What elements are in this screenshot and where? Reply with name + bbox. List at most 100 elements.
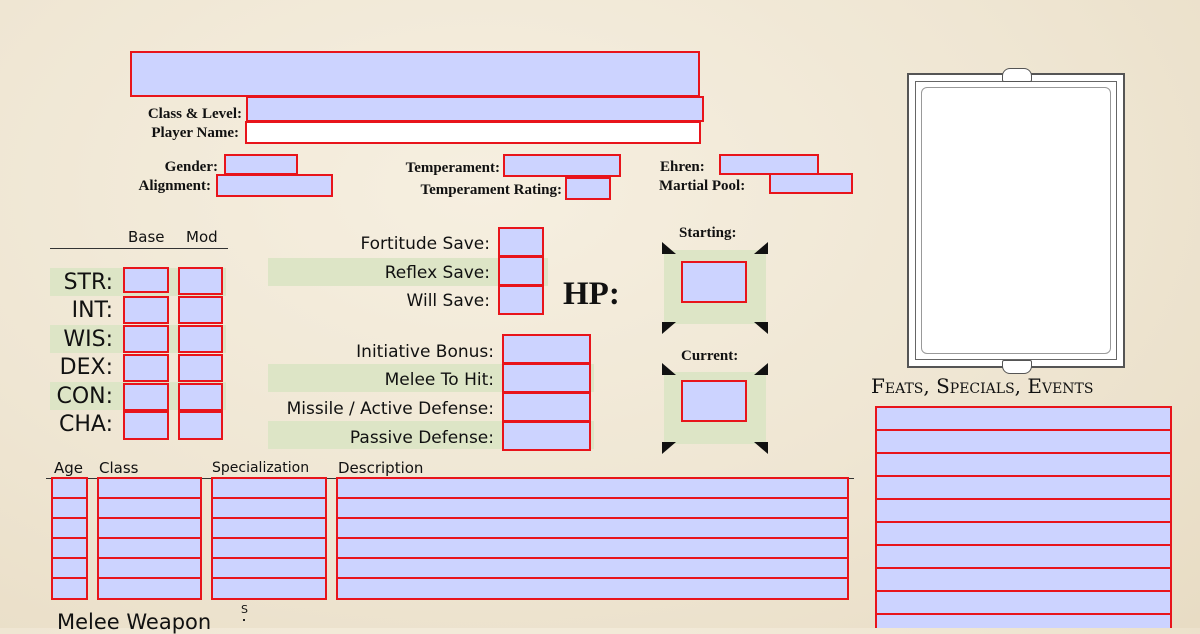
- cha-mod-field[interactable]: [178, 411, 223, 440]
- history-class-row[interactable]: [97, 477, 202, 499]
- hp-current-field[interactable]: [681, 380, 747, 422]
- hp-current-corner-tl-icon: [662, 363, 676, 375]
- history-age-row[interactable]: [51, 577, 88, 600]
- hp-starting-corner-bl-icon: [662, 322, 676, 334]
- portrait-ornament-bottom-icon: [1002, 360, 1032, 374]
- wis-base-field[interactable]: [123, 325, 169, 353]
- history-class-header: Class: [99, 459, 139, 477]
- history-description-header: Description: [338, 459, 424, 477]
- feat-row[interactable]: [875, 613, 1172, 628]
- history-description-row[interactable]: [336, 557, 849, 579]
- fortitude-save-label: Fortitude Save:: [360, 234, 490, 254]
- history-specialization-row[interactable]: [211, 537, 327, 559]
- history-specialization-row[interactable]: [211, 497, 327, 519]
- ability-header-rule: [50, 248, 228, 249]
- base-header: Base: [128, 228, 165, 246]
- weapon-size-header-continuation: [243, 619, 245, 621]
- hp-current-corner-br-icon: [754, 442, 768, 454]
- hp-current-label: Current:: [681, 348, 739, 364]
- history-age-row[interactable]: [51, 497, 88, 519]
- temperament-rating-label: Temperament Rating:: [420, 182, 562, 198]
- missile-active-defense-label: Missile / Active Defense:: [286, 399, 494, 419]
- feat-row[interactable]: [875, 475, 1172, 500]
- melee-to-hit-label: Melee To Hit:: [384, 370, 494, 390]
- melee-to-hit-field[interactable]: [502, 363, 591, 393]
- history-description-row[interactable]: [336, 537, 849, 559]
- will-save-field[interactable]: [498, 285, 544, 315]
- character-name-field[interactable]: [130, 51, 700, 97]
- gender-label: Gender:: [164, 159, 218, 175]
- alignment-field[interactable]: [216, 174, 333, 197]
- wis-mod-field[interactable]: [178, 325, 223, 353]
- temperament-rating-field[interactable]: [565, 177, 611, 200]
- feats-title: Feats, Specials, Events: [871, 374, 1094, 398]
- passive-defense-field[interactable]: [502, 421, 591, 451]
- history-description-row[interactable]: [336, 497, 849, 519]
- alignment-label: Alignment:: [138, 178, 212, 194]
- ehren-field[interactable]: [719, 154, 819, 175]
- portrait-ornament-top-icon: [1002, 68, 1032, 82]
- history-class-row[interactable]: [97, 517, 202, 539]
- hp-starting-label: Starting:: [679, 225, 737, 241]
- cha-base-field[interactable]: [123, 411, 169, 440]
- dex-mod-field[interactable]: [178, 354, 223, 382]
- int-mod-field[interactable]: [178, 296, 223, 324]
- feat-row[interactable]: [875, 521, 1172, 546]
- history-description-row[interactable]: [336, 477, 849, 499]
- dex-base-field[interactable]: [123, 354, 169, 382]
- reflex-save-label: Reflex Save:: [384, 263, 490, 283]
- history-class-row[interactable]: [97, 537, 202, 559]
- str-base-field[interactable]: [123, 267, 169, 293]
- missile-active-defense-field[interactable]: [502, 392, 591, 422]
- feat-row[interactable]: [875, 429, 1172, 454]
- history-specialization-row[interactable]: [211, 477, 327, 499]
- hp-current-corner-tr-icon: [754, 363, 768, 375]
- history-description-row[interactable]: [336, 577, 849, 600]
- history-age-row[interactable]: [51, 477, 88, 499]
- melee-weapon-label: Melee Weapon: [57, 610, 212, 634]
- int-base-field[interactable]: [123, 296, 169, 324]
- gender-field[interactable]: [224, 154, 298, 175]
- history-specialization-row[interactable]: [211, 577, 327, 600]
- ability-name-int: INT:: [71, 298, 113, 323]
- str-mod-field[interactable]: [178, 267, 223, 295]
- hp-current-corner-bl-icon: [662, 442, 676, 454]
- feat-row[interactable]: [875, 544, 1172, 569]
- ability-name-con: CON:: [56, 384, 113, 409]
- history-class-row[interactable]: [97, 577, 202, 600]
- temperament-field[interactable]: [503, 154, 621, 177]
- feat-row[interactable]: [875, 498, 1172, 523]
- temperament-label: Temperament:: [405, 160, 500, 176]
- feat-row[interactable]: [875, 452, 1172, 477]
- feat-row[interactable]: [875, 567, 1172, 592]
- hp-starting-corner-br-icon: [754, 322, 768, 334]
- con-mod-field[interactable]: [178, 383, 223, 411]
- history-age-row[interactable]: [51, 517, 88, 539]
- reflex-save-field[interactable]: [498, 256, 544, 286]
- history-specialization-row[interactable]: [211, 557, 327, 579]
- initiative-bonus-field[interactable]: [502, 334, 591, 364]
- hp-starting-corner-tl-icon: [662, 242, 676, 254]
- player-name-field[interactable]: [245, 121, 701, 144]
- martial-pool-field[interactable]: [769, 173, 853, 194]
- will-save-label: Will Save:: [406, 291, 490, 311]
- history-age-row[interactable]: [51, 537, 88, 559]
- feat-row[interactable]: [875, 406, 1172, 431]
- class-level-label: Class & Level:: [147, 106, 242, 122]
- history-class-row[interactable]: [97, 557, 202, 579]
- mod-header: Mod: [186, 228, 218, 246]
- class-level-field[interactable]: [246, 96, 704, 122]
- feat-row[interactable]: [875, 590, 1172, 615]
- history-specialization-row[interactable]: [211, 517, 327, 539]
- ability-name-cha: CHA:: [59, 412, 113, 437]
- con-base-field[interactable]: [123, 383, 169, 411]
- history-age-header: Age: [54, 459, 84, 477]
- ability-name-str: STR:: [63, 270, 113, 295]
- history-class-row[interactable]: [97, 497, 202, 519]
- history-age-row[interactable]: [51, 557, 88, 579]
- ability-name-wis: WIS:: [63, 327, 113, 352]
- fortitude-save-field[interactable]: [498, 227, 544, 257]
- portrait-frame[interactable]: [907, 73, 1125, 368]
- hp-starting-field[interactable]: [681, 261, 747, 303]
- history-description-row[interactable]: [336, 517, 849, 539]
